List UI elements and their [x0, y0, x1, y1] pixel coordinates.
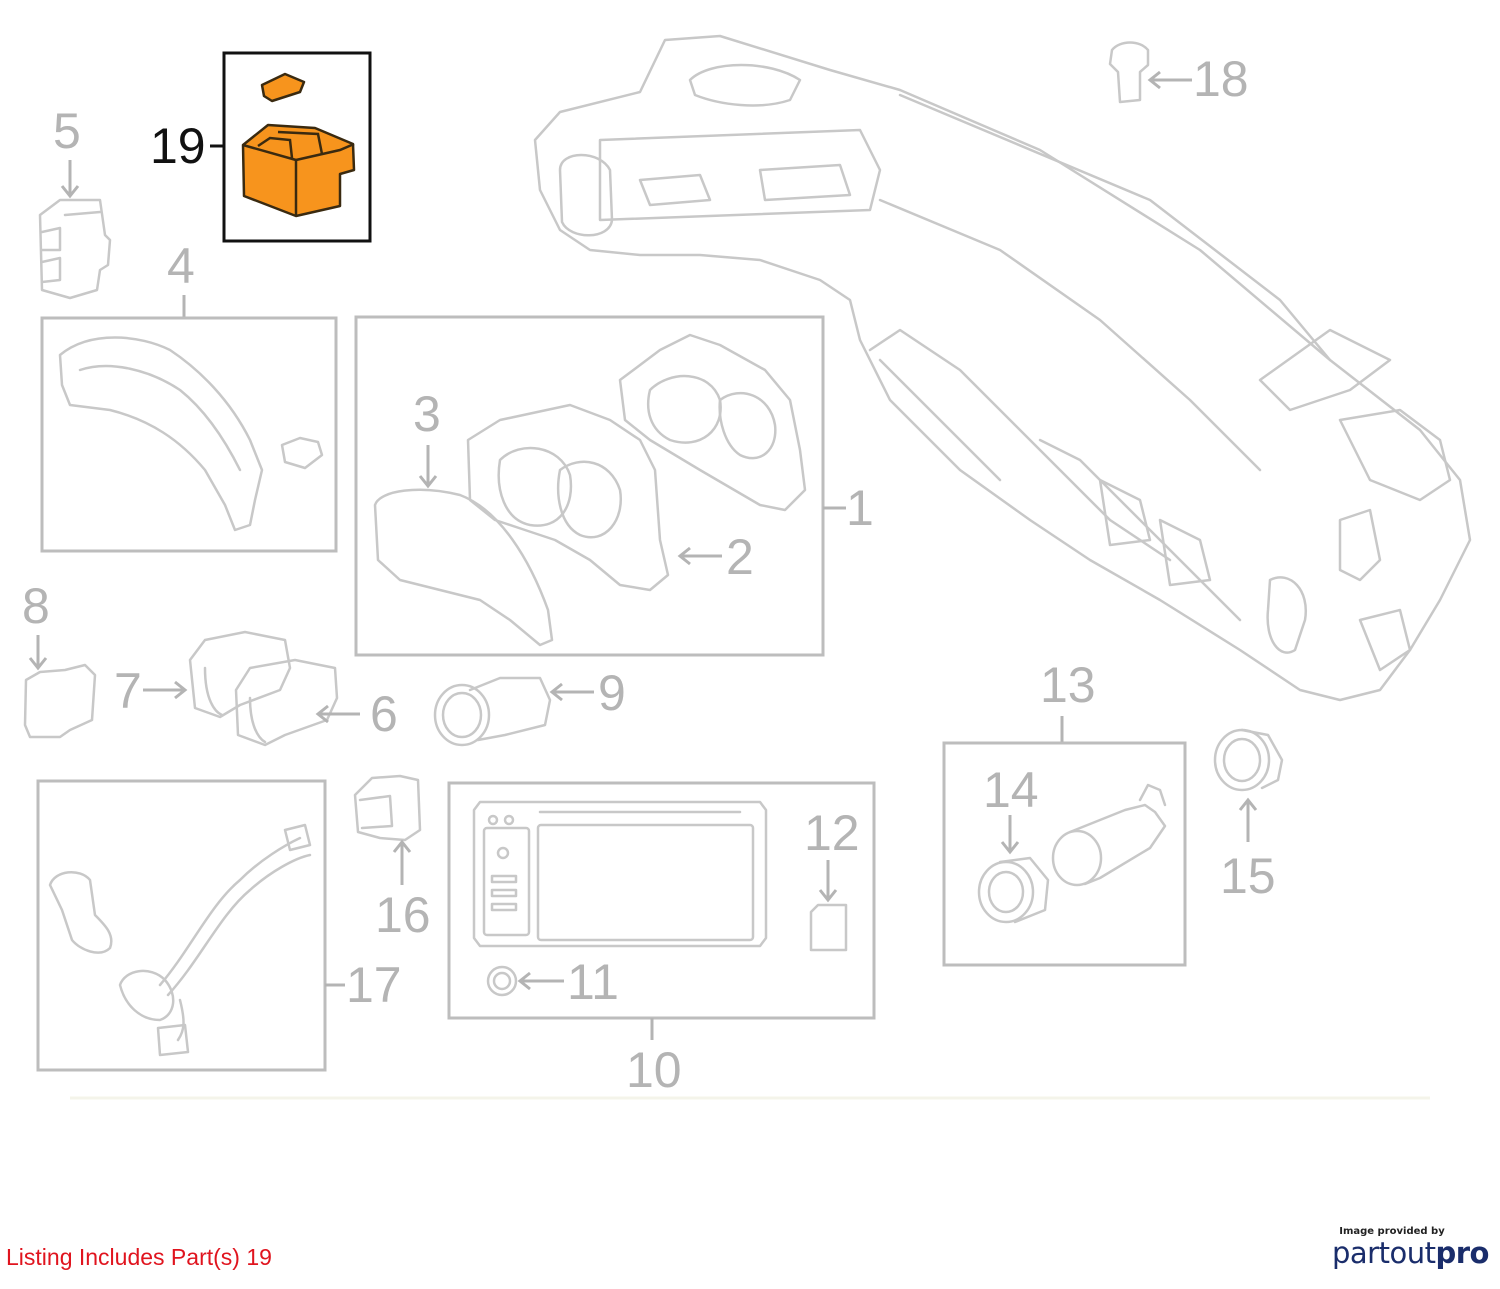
part-13-socket	[1051, 829, 1103, 887]
callout-5: 5	[53, 103, 81, 159]
part-5-shape	[38, 198, 112, 300]
callout-17: 17	[346, 957, 402, 1013]
part-15-group[interactable]: 15	[1213, 728, 1284, 904]
logo-wordmark: partoutpro	[1332, 1236, 1489, 1270]
part-10-head-unit	[472, 800, 768, 948]
part-8-shape	[23, 663, 97, 739]
callout-16: 16	[375, 887, 431, 943]
part-8-group[interactable]: 8	[22, 578, 97, 739]
part-1-group[interactable]: 1 3 2	[354, 315, 874, 657]
part-1-frame	[354, 315, 825, 657]
part-2-hood	[466, 403, 670, 592]
logo-caption: Image provided by	[1339, 1226, 1445, 1237]
logo-word-bold: pro	[1435, 1236, 1489, 1270]
callout-11: 11	[567, 954, 619, 1010]
part-17-frame	[36, 779, 327, 1072]
part-6-shape	[234, 658, 339, 747]
callout-10: 10	[626, 1042, 682, 1098]
part-19-group[interactable]: 19	[150, 51, 372, 243]
part-18-group[interactable]: 18	[1108, 41, 1249, 108]
part-4-group[interactable]: 4	[40, 238, 338, 553]
part-13-frame	[942, 741, 1187, 967]
callout-18: 18	[1193, 51, 1249, 107]
logo-word-light: partout	[1332, 1236, 1436, 1270]
callout-4: 4	[167, 238, 195, 294]
listing-note: Listing Includes Part(s) 19	[6, 1244, 272, 1270]
part-10-frame	[447, 781, 876, 1020]
part-11-knob	[486, 965, 518, 997]
callout-13: 13	[1040, 657, 1096, 713]
part-19-clip	[260, 72, 306, 103]
part-5-group[interactable]: 5	[38, 103, 112, 300]
part-4-frame	[40, 316, 338, 553]
part-1-meter	[618, 333, 807, 512]
callout-15: 15	[1220, 848, 1276, 904]
callout-12: 12	[804, 805, 860, 861]
part-9-group[interactable]: 9	[433, 665, 626, 747]
callout-14: 14	[983, 762, 1039, 818]
callout-9: 9	[598, 665, 626, 721]
part-3-lens	[373, 488, 554, 647]
part-17-connector-a	[48, 871, 113, 954]
part-13-group[interactable]: 13 14	[942, 657, 1187, 967]
part-9-knob	[433, 683, 491, 747]
callout-8: 8	[22, 578, 50, 634]
part-4-shape	[58, 336, 264, 532]
part-7-group[interactable]: 7	[114, 630, 292, 719]
dashboard-panel	[533, 34, 1472, 702]
callout-6: 6	[370, 686, 398, 742]
callout-7: 7	[114, 663, 142, 719]
part-17-connector-b	[118, 969, 175, 1022]
part-17-group[interactable]: 17	[36, 779, 402, 1072]
part-9-body	[468, 676, 552, 742]
callout-3: 3	[413, 386, 441, 442]
callout-2: 2	[726, 529, 754, 585]
part-12-card	[809, 903, 848, 952]
part-18-shape	[1108, 41, 1150, 104]
part-16-shape	[353, 774, 422, 842]
partoutpro-logo: Image provided by partoutpro	[1332, 1226, 1489, 1276]
part-10-group[interactable]: 10 11 12	[447, 781, 876, 1098]
callout-19: 19	[150, 118, 206, 174]
part-16-group[interactable]: 16	[353, 774, 431, 943]
callout-1: 1	[846, 480, 874, 536]
part-19-relay	[241, 123, 356, 218]
part-6-group[interactable]: 6	[234, 658, 398, 747]
part-7-shape	[188, 630, 292, 719]
